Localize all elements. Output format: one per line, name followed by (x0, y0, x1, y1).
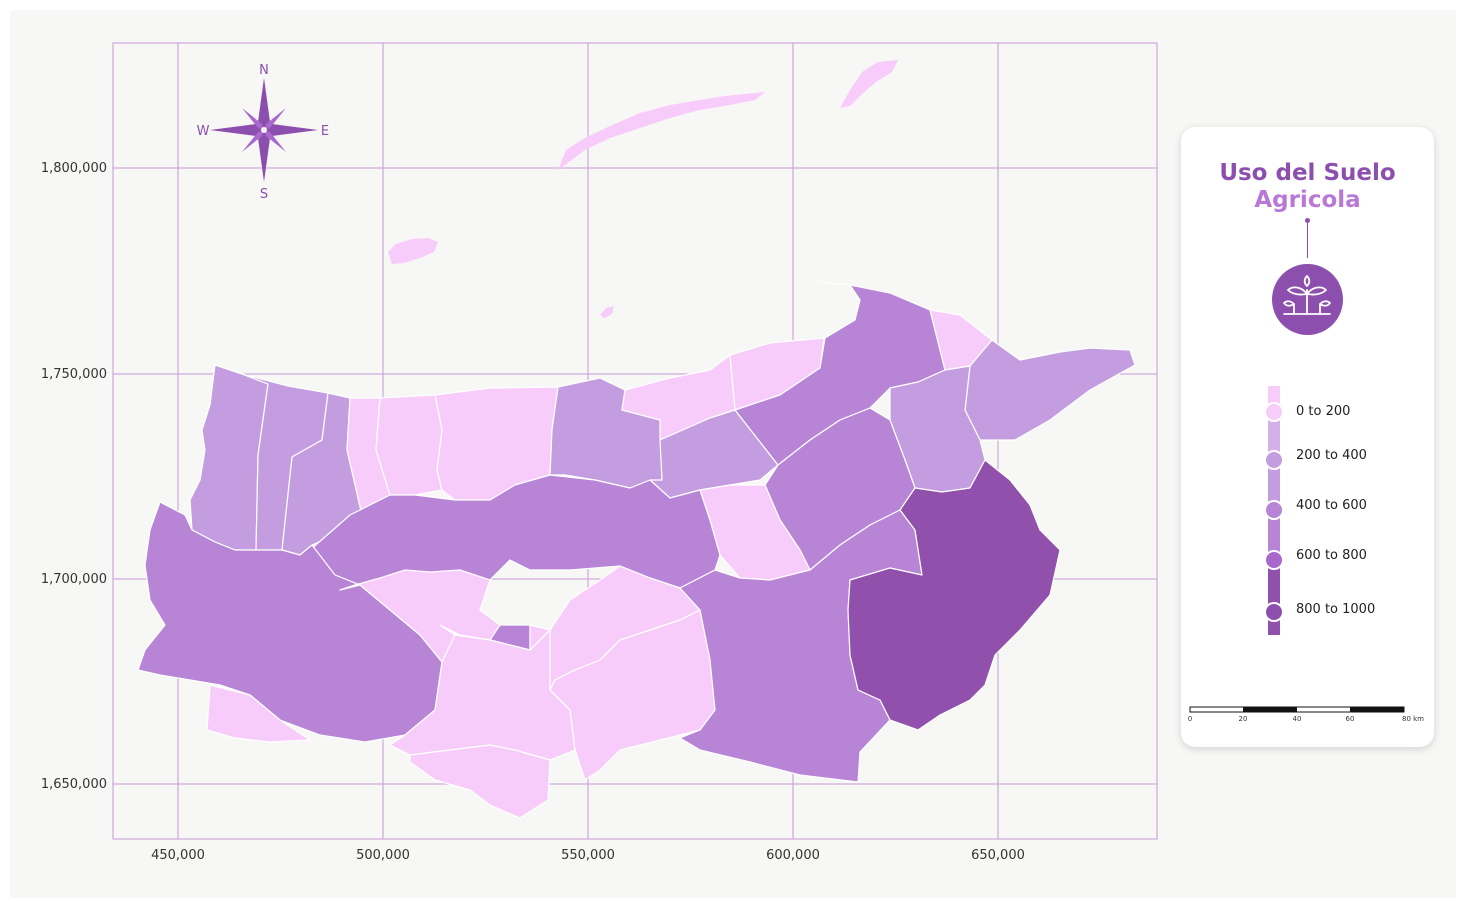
legend-graphics: 0 20 40 60 80 km (1188, 386, 1424, 723)
compass-north: N (259, 63, 269, 78)
legend-label-0-200: 0 to 200 (1296, 404, 1351, 419)
island-northeast (840, 60, 898, 108)
scale-tick-60: 60 (1346, 715, 1355, 723)
x-tick-600000: 600,000 (766, 848, 820, 863)
island-small (388, 238, 438, 264)
map-frame: 450,000 500,000 550,000 600,000 650,000 … (41, 42, 1158, 863)
legend-marker-0-200 (1264, 402, 1284, 422)
compass-east: E (321, 124, 329, 139)
legend-title: Uso del Suelo (1219, 160, 1396, 186)
x-tick-450000: 450,000 (151, 848, 205, 863)
islands (388, 60, 898, 318)
scale-tick-80km: 80 km (1402, 715, 1424, 723)
x-axis-labels: 450,000 500,000 550,000 600,000 650,000 (151, 848, 1025, 863)
x-tick-500000: 500,000 (356, 848, 410, 863)
legend-marker-400-600 (1264, 500, 1284, 520)
y-tick-1800000: 1,800,000 (41, 161, 107, 176)
legend-label-200-400: 200 to 400 (1296, 448, 1367, 463)
scale-bar: 0 20 40 60 80 km (1188, 706, 1424, 723)
ramp-segment-200-400 (1268, 413, 1280, 457)
legend-marker-200-400 (1264, 450, 1284, 470)
y-tick-1700000: 1,700,000 (41, 572, 107, 587)
x-tick-650000: 650,000 (971, 848, 1025, 863)
y-tick-1650000: 1,650,000 (41, 777, 107, 792)
legend-marker-600-800 (1264, 550, 1284, 570)
legend-panel: Uso del Suelo Agricola (1181, 127, 1434, 747)
legend-label-800-1000: 800 to 1000 (1296, 602, 1376, 617)
region-eastern-peninsula (964, 339, 1136, 441)
legend-label-600-800: 600 to 800 (1296, 548, 1367, 563)
legend-subtitle: Agricola (1254, 187, 1361, 213)
island-large (558, 92, 765, 170)
scale-tick-0: 0 (1188, 715, 1192, 723)
connector-line (1307, 220, 1308, 258)
municipalities (137, 281, 1136, 819)
map-border (112, 42, 1158, 840)
region-north-pink-2 (375, 394, 443, 496)
legend-label-400-600: 400 to 600 (1296, 498, 1367, 513)
x-tick-550000: 550,000 (561, 848, 615, 863)
plant-sprout-icon (1272, 264, 1343, 335)
compass-rose-icon: N S E W (197, 63, 330, 202)
map-canvas: 450,000 500,000 550,000 600,000 650,000 … (10, 10, 1456, 898)
scale-tick-40: 40 (1293, 715, 1302, 723)
y-axis-labels: 1,800,000 1,750,000 1,700,000 1,650,000 (41, 161, 107, 792)
region-south-pink-1 (339, 559, 511, 663)
compass-west: W (197, 124, 210, 139)
islet (600, 306, 614, 318)
y-tick-1750000: 1,750,000 (41, 367, 107, 382)
scale-tick-20: 20 (1239, 715, 1248, 723)
compass-south: S (260, 187, 268, 202)
legend-marker-800-1000 (1264, 602, 1284, 622)
region-southwest-pink (206, 684, 311, 743)
region-south-pink-5 (409, 744, 551, 819)
region-east-dark-purple (847, 459, 1061, 731)
